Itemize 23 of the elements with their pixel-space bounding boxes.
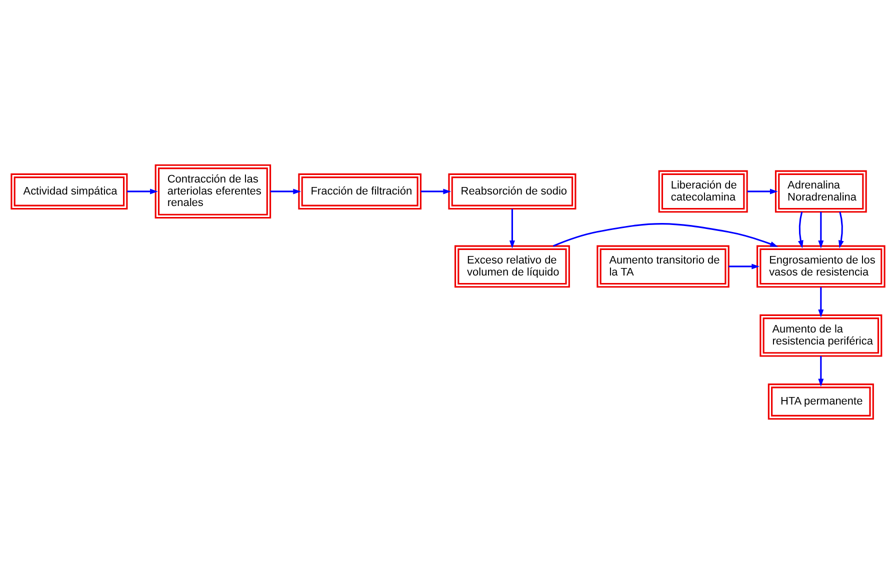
node-box: Adrenalina Noradrenalina (774, 170, 867, 213)
arrow (509, 208, 515, 248)
arrow (798, 212, 804, 248)
arrow (270, 188, 301, 194)
arrow (818, 356, 824, 387)
node-box: Liberación de catecolamina (658, 170, 748, 213)
arrow (728, 264, 760, 270)
arrow (747, 188, 778, 194)
node-box: Actividad simpática (10, 173, 128, 210)
arrow (127, 188, 158, 194)
arrow (420, 188, 452, 194)
arrow (818, 212, 824, 248)
node-box: Fracción de filtración (298, 173, 422, 210)
node-box: Reabsorción de sodio (448, 173, 576, 210)
node-box: Contracción de las arteriolas eferentes renales (154, 164, 272, 219)
arrow (553, 223, 778, 247)
node-box: Engrosamiento de los vasos de resistencia (756, 245, 886, 288)
arrow (818, 287, 824, 318)
node-box: Aumento transitorio de la TA (596, 245, 730, 288)
node-box: Aumento de la resistencia periférica (760, 314, 882, 357)
arrow (838, 212, 844, 248)
node-box: HTA permanente (768, 384, 874, 420)
node-box: Exceso relativo de volumen de líquido (454, 245, 570, 288)
